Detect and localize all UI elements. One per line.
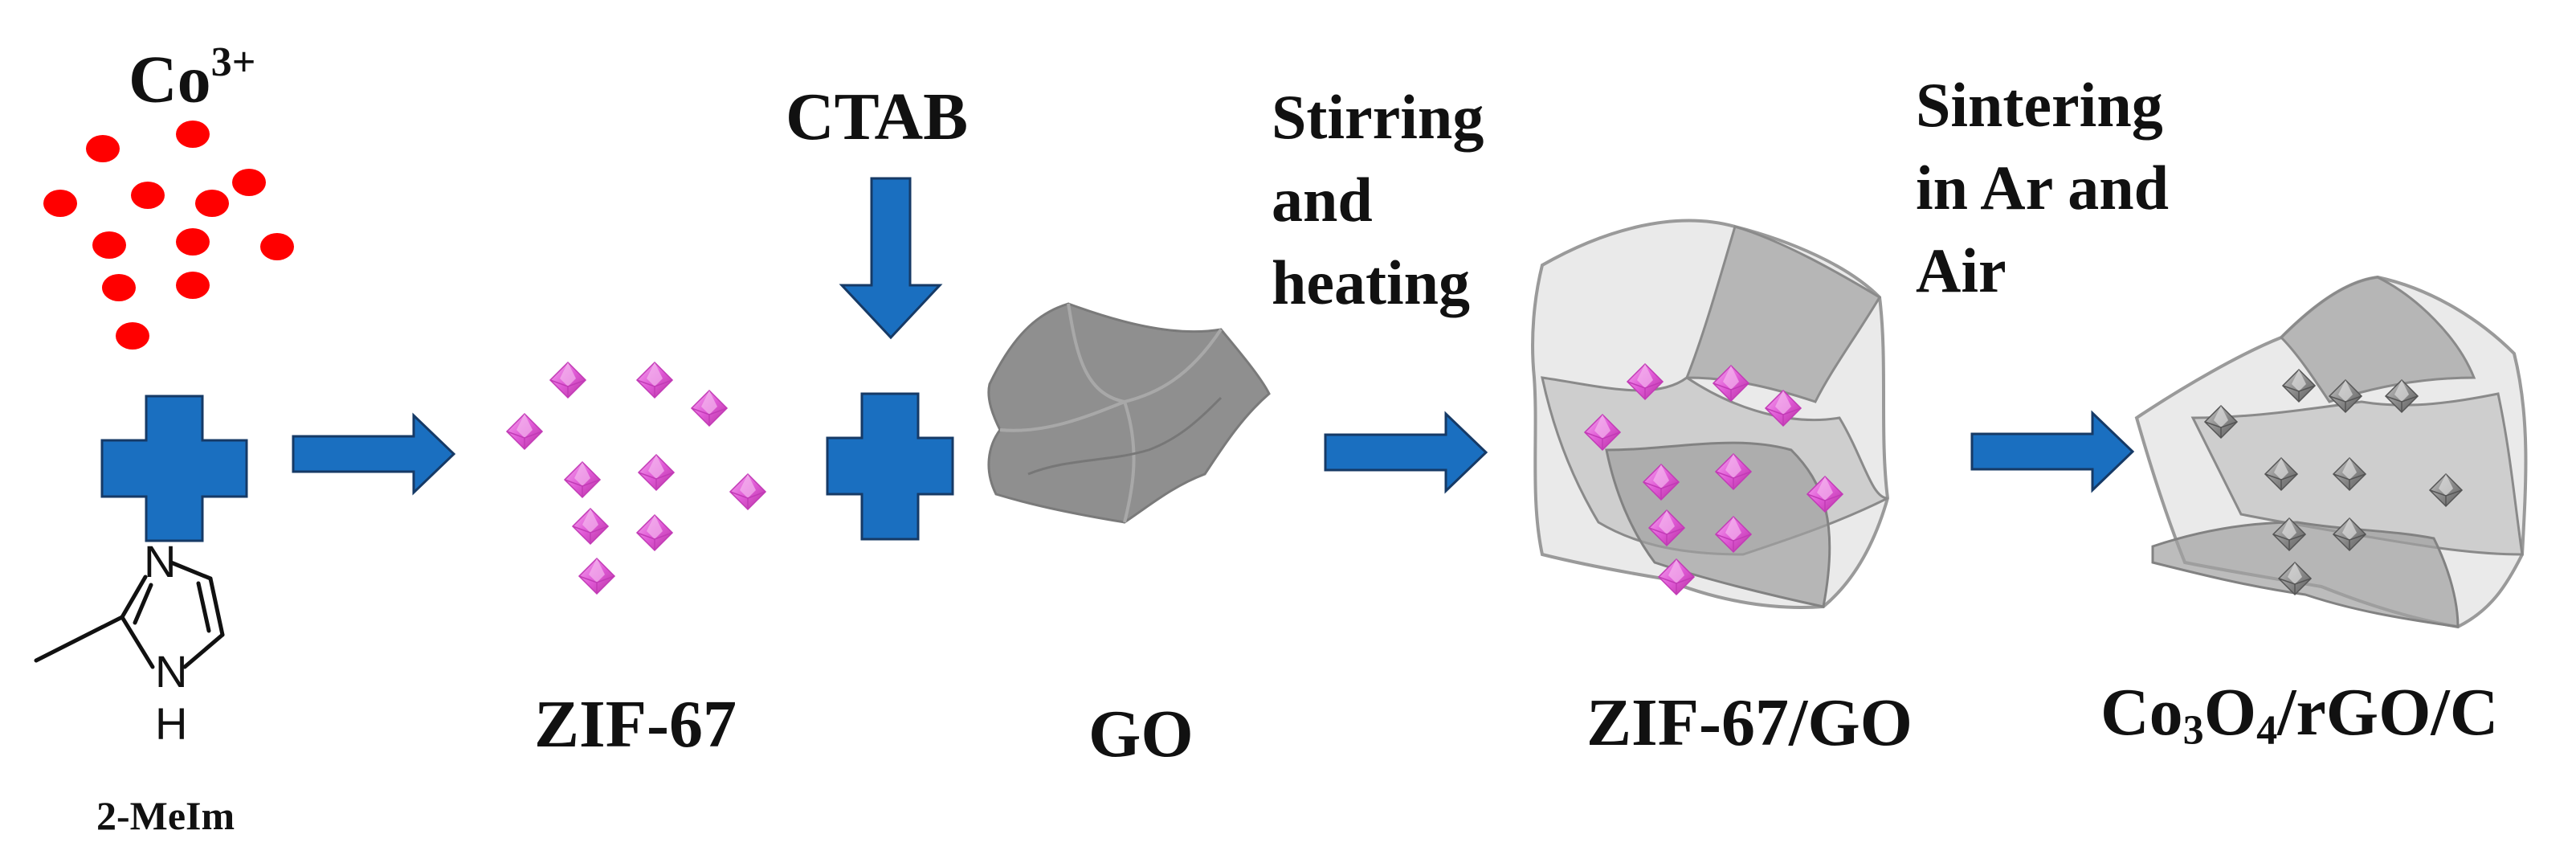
cobalt-ion	[195, 190, 229, 217]
plus-icon	[100, 395, 248, 542]
co3o4-rgo-carbon-composite	[2134, 275, 2528, 629]
product-label: Co3O4/rGO/C	[2100, 675, 2499, 754]
cobalt-ion	[176, 272, 210, 299]
zif67-go-label: ZIF-67/GO	[1586, 685, 1913, 760]
right-arrow-icon	[1970, 411, 2134, 492]
step-text-line: Air	[1916, 235, 2007, 305]
go-label: GO	[1088, 697, 1194, 771]
right-arrow-icon	[292, 414, 455, 494]
cobalt-ion	[86, 135, 120, 162]
methylimidazole-structure	[34, 560, 225, 669]
ligand-label: 2-MeIm	[96, 793, 235, 838]
right-arrow-icon	[1324, 412, 1488, 493]
cobalt-ion-label: Co3+	[129, 39, 256, 117]
cobalt-ion-cluster	[43, 121, 294, 350]
cobalt-ion	[102, 274, 136, 301]
sintering-step-label: Sintering in Ar and Air	[1916, 64, 2169, 313]
graphene-oxide-sheet	[987, 302, 1271, 524]
zif67-crystal	[506, 413, 543, 450]
zif67-crystal	[636, 514, 673, 551]
zif67-crystal	[549, 362, 586, 399]
ctab-label: CTAB	[786, 80, 969, 154]
cobalt-ion	[92, 231, 126, 259]
cobalt-ion	[116, 322, 149, 350]
stirring-step-label: Stirring and heating	[1272, 76, 1484, 325]
hydrogen-atom-label: H	[155, 698, 187, 749]
zif67-crystal	[572, 508, 609, 545]
zif67-crystal	[564, 461, 601, 498]
cobalt-ion	[176, 228, 210, 256]
down-arrow-icon	[839, 177, 943, 340]
step-text-line: and	[1272, 164, 1373, 235]
cobalt-ion	[176, 121, 210, 148]
cobalt-ion	[260, 233, 294, 260]
nitrogen-atom-label: N	[144, 536, 176, 587]
step-text-line: Sintering	[1916, 70, 2163, 140]
nitrogen-atom-label: N	[155, 646, 187, 697]
cobalt-ion	[43, 190, 77, 217]
plus-icon	[826, 392, 954, 541]
cobalt-ion	[232, 169, 266, 196]
zif67-crystal	[691, 390, 728, 427]
step-text-line: Stirring	[1272, 82, 1484, 152]
step-text-line: heating	[1272, 247, 1471, 317]
zif67-crystal	[638, 454, 675, 491]
zif67-crystal	[578, 558, 615, 595]
zif67-label: ZIF-67	[534, 687, 737, 762]
zif67-crystal	[729, 473, 766, 510]
zif67-crystal	[636, 362, 673, 399]
zif67-go-composite	[1531, 219, 1890, 609]
zif67-crystals	[506, 362, 766, 595]
step-text-line: in Ar and	[1916, 152, 2170, 223]
cobalt-ion	[131, 182, 165, 209]
